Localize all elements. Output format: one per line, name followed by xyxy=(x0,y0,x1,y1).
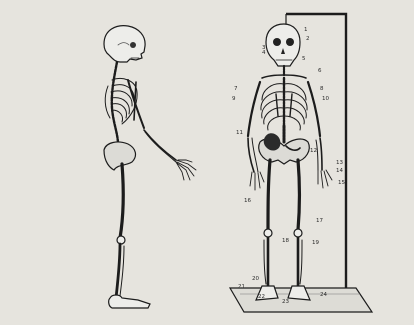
svg-text:5: 5 xyxy=(302,56,306,62)
svg-text:4: 4 xyxy=(262,50,266,56)
svg-text:16: 16 xyxy=(244,198,251,204)
svg-text:19: 19 xyxy=(312,240,319,246)
svg-text:20: 20 xyxy=(252,276,259,282)
svg-text:9: 9 xyxy=(232,96,236,102)
svg-text:17: 17 xyxy=(316,218,323,224)
svg-text:1: 1 xyxy=(304,27,308,33)
svg-text:14: 14 xyxy=(336,168,343,174)
svg-text:21: 21 xyxy=(238,284,245,290)
svg-text:8: 8 xyxy=(320,86,324,92)
svg-text:22: 22 xyxy=(258,294,265,300)
svg-text:10: 10 xyxy=(322,96,329,102)
front-right-femur xyxy=(298,160,300,230)
svg-text:18: 18 xyxy=(282,238,289,244)
svg-text:23: 23 xyxy=(282,299,289,305)
svg-text:11: 11 xyxy=(236,130,243,136)
svg-text:24: 24 xyxy=(320,292,327,298)
side-skull xyxy=(104,26,145,62)
svg-text:12: 12 xyxy=(310,148,317,154)
svg-text:13: 13 xyxy=(336,160,343,166)
svg-text:6: 6 xyxy=(318,68,322,74)
svg-text:15: 15 xyxy=(338,180,345,186)
svg-text:7: 7 xyxy=(234,86,238,92)
svg-text:2: 2 xyxy=(306,36,310,42)
